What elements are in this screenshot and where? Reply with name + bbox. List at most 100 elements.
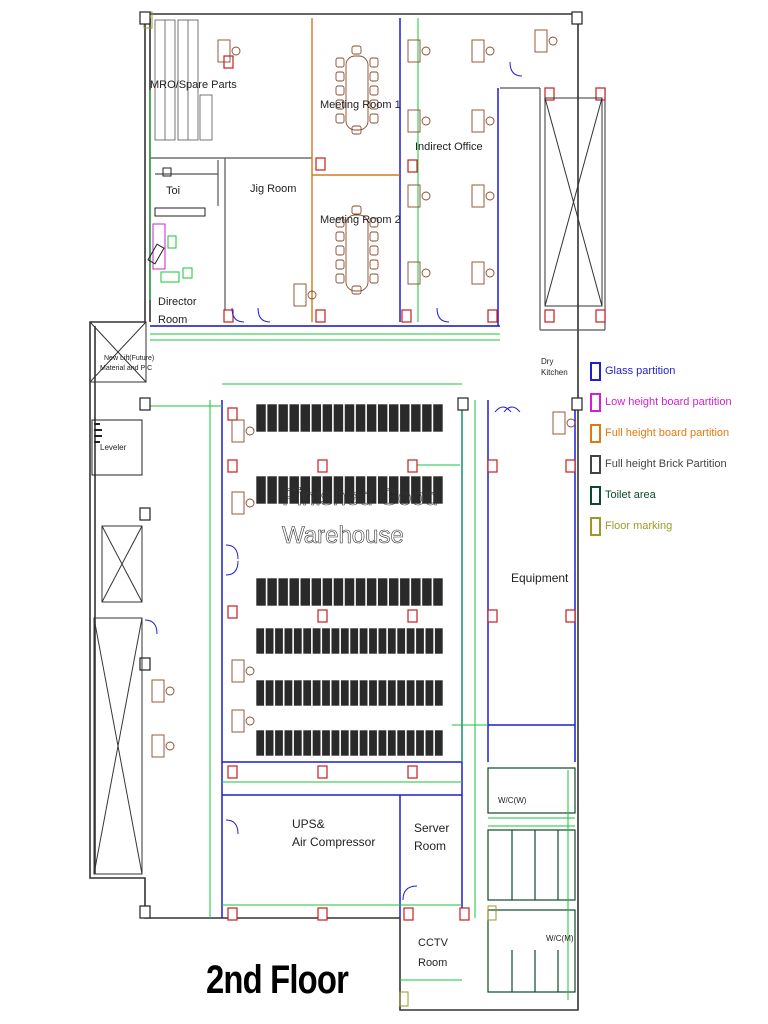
rack-unit	[399, 577, 411, 607]
rack-unit	[388, 403, 400, 433]
rack-unit	[396, 729, 406, 757]
chair	[335, 85, 345, 96]
rack-unit	[355, 577, 366, 607]
legend-swatch	[590, 486, 601, 505]
label-cctv-2: Room	[418, 957, 447, 969]
label-director-2: Room	[158, 314, 187, 326]
desk	[293, 283, 307, 307]
rack-unit	[432, 475, 444, 505]
rack-unit	[302, 729, 312, 757]
desk	[151, 679, 165, 703]
rack-unit	[330, 627, 340, 655]
rack-unit	[355, 475, 366, 505]
rack-unit	[432, 403, 444, 433]
rack-unit	[359, 627, 369, 655]
legend-item: Floor marking	[590, 515, 760, 546]
desk-chair	[245, 716, 255, 726]
label-lift-2: Material and PIC	[100, 365, 152, 372]
desk-chair	[245, 498, 255, 508]
desk	[231, 659, 245, 683]
rack-unit	[421, 403, 433, 433]
chair	[369, 245, 379, 256]
desk-chair	[421, 191, 431, 201]
desk	[231, 491, 245, 515]
rack-unit	[387, 627, 397, 655]
rack-unit	[415, 679, 425, 707]
desk	[552, 411, 566, 435]
desk	[231, 709, 245, 733]
rack-unit	[344, 577, 355, 607]
label-server-2: Room	[414, 839, 446, 853]
rack-unit	[266, 475, 278, 505]
desk-chair	[566, 418, 576, 428]
rack-unit	[368, 627, 378, 655]
desk	[471, 109, 485, 133]
legend-label: Toilet area	[605, 489, 656, 501]
rack-unit	[283, 729, 293, 757]
chair	[351, 205, 362, 215]
rack-unit	[310, 475, 322, 505]
legend-item: Full height board partition	[590, 422, 760, 453]
chair	[335, 245, 345, 256]
rack-unit	[265, 679, 275, 707]
rack-unit	[406, 679, 416, 707]
rack-unit	[366, 403, 377, 433]
leveler-area	[91, 419, 143, 476]
chair	[369, 259, 379, 270]
rack-unit	[312, 627, 322, 655]
rack-unit	[333, 475, 344, 505]
rack-unit	[388, 577, 400, 607]
label-dry-1: Dry	[541, 357, 553, 366]
desk	[151, 734, 165, 758]
legend-label: Floor marking	[605, 520, 673, 532]
rack-unit	[288, 403, 300, 433]
rack-unit	[321, 627, 331, 655]
rack-unit	[359, 729, 369, 757]
desk-chair	[245, 666, 255, 676]
rack-unit	[255, 403, 267, 433]
floor-title: 2nd Floor	[206, 958, 349, 1002]
rack-unit	[255, 679, 265, 707]
rack-unit	[277, 577, 289, 607]
label-lift-1: New Lift(Future)	[104, 355, 154, 362]
desk-chair	[485, 116, 495, 126]
rack-unit	[255, 729, 265, 757]
legend-label: Full height board partition	[605, 427, 730, 439]
top-partitions	[150, 18, 606, 331]
rack-unit	[399, 475, 411, 505]
rack-unit	[387, 729, 397, 757]
rack-unit	[255, 577, 267, 607]
desk-chair	[165, 686, 175, 696]
rack-unit	[410, 577, 422, 607]
label-wc-women: W/C(W)	[498, 796, 527, 805]
label-mro: MRO/Spare Parts	[150, 79, 237, 91]
rack-unit	[406, 729, 416, 757]
legend-swatch	[590, 455, 601, 474]
rack-unit	[377, 577, 389, 607]
chair	[369, 57, 379, 68]
rack-unit	[299, 577, 311, 607]
rack-unit	[410, 403, 422, 433]
meeting-tables	[335, 45, 379, 295]
rack-unit	[410, 475, 422, 505]
rack-unit	[368, 679, 378, 707]
dimension-lines	[148, 18, 575, 1000]
rack-unit	[349, 729, 359, 757]
rack-unit	[293, 679, 303, 707]
legend-swatch	[590, 517, 601, 536]
rack-unit	[434, 627, 444, 655]
rack-unit	[330, 679, 340, 707]
rack-unit	[302, 627, 312, 655]
chair	[335, 273, 345, 284]
rack-unit	[355, 403, 366, 433]
desk-chair	[307, 290, 317, 300]
rack-unit	[368, 729, 378, 757]
chair	[351, 45, 362, 55]
desk	[407, 184, 421, 208]
rack-unit	[266, 577, 278, 607]
desk-chair	[485, 46, 495, 56]
rack-unit	[274, 729, 284, 757]
legend-label: Full height Brick Partition	[605, 458, 727, 470]
chair	[335, 113, 345, 124]
label-meeting-room-1: Meeting Room 1	[320, 99, 401, 111]
